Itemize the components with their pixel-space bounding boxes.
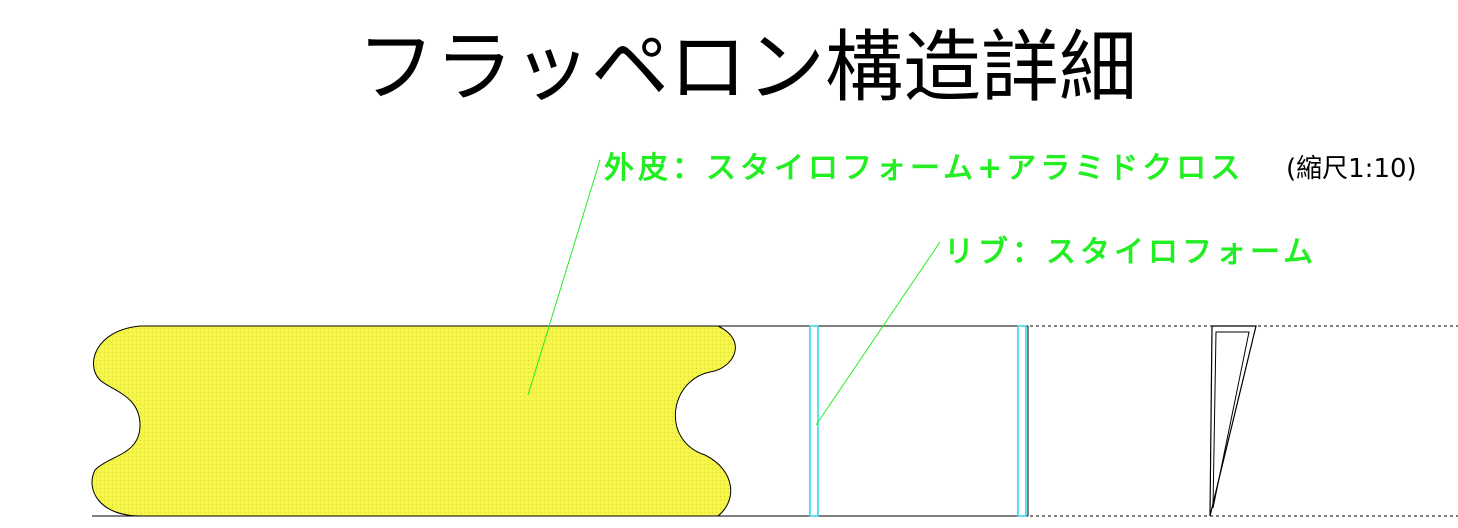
scale-note: (縮尺1:10) bbox=[1286, 154, 1417, 184]
skin-leader-line bbox=[527, 159, 601, 396]
page-title: フラッペロン構造詳細 bbox=[356, 23, 1137, 113]
wedge-inner bbox=[1212, 331, 1250, 509]
rib-leader-line bbox=[815, 241, 941, 426]
rib-left bbox=[809, 325, 819, 517]
rib-right bbox=[1017, 325, 1027, 517]
rib-callout-label: リブ：スタイロフォーム bbox=[944, 235, 1318, 270]
skin-callout-label: 外皮：スタイロフォーム+アラミドクロス bbox=[604, 151, 1245, 186]
skin-section bbox=[91, 325, 736, 517]
wedge-outer bbox=[1209, 325, 1257, 517]
